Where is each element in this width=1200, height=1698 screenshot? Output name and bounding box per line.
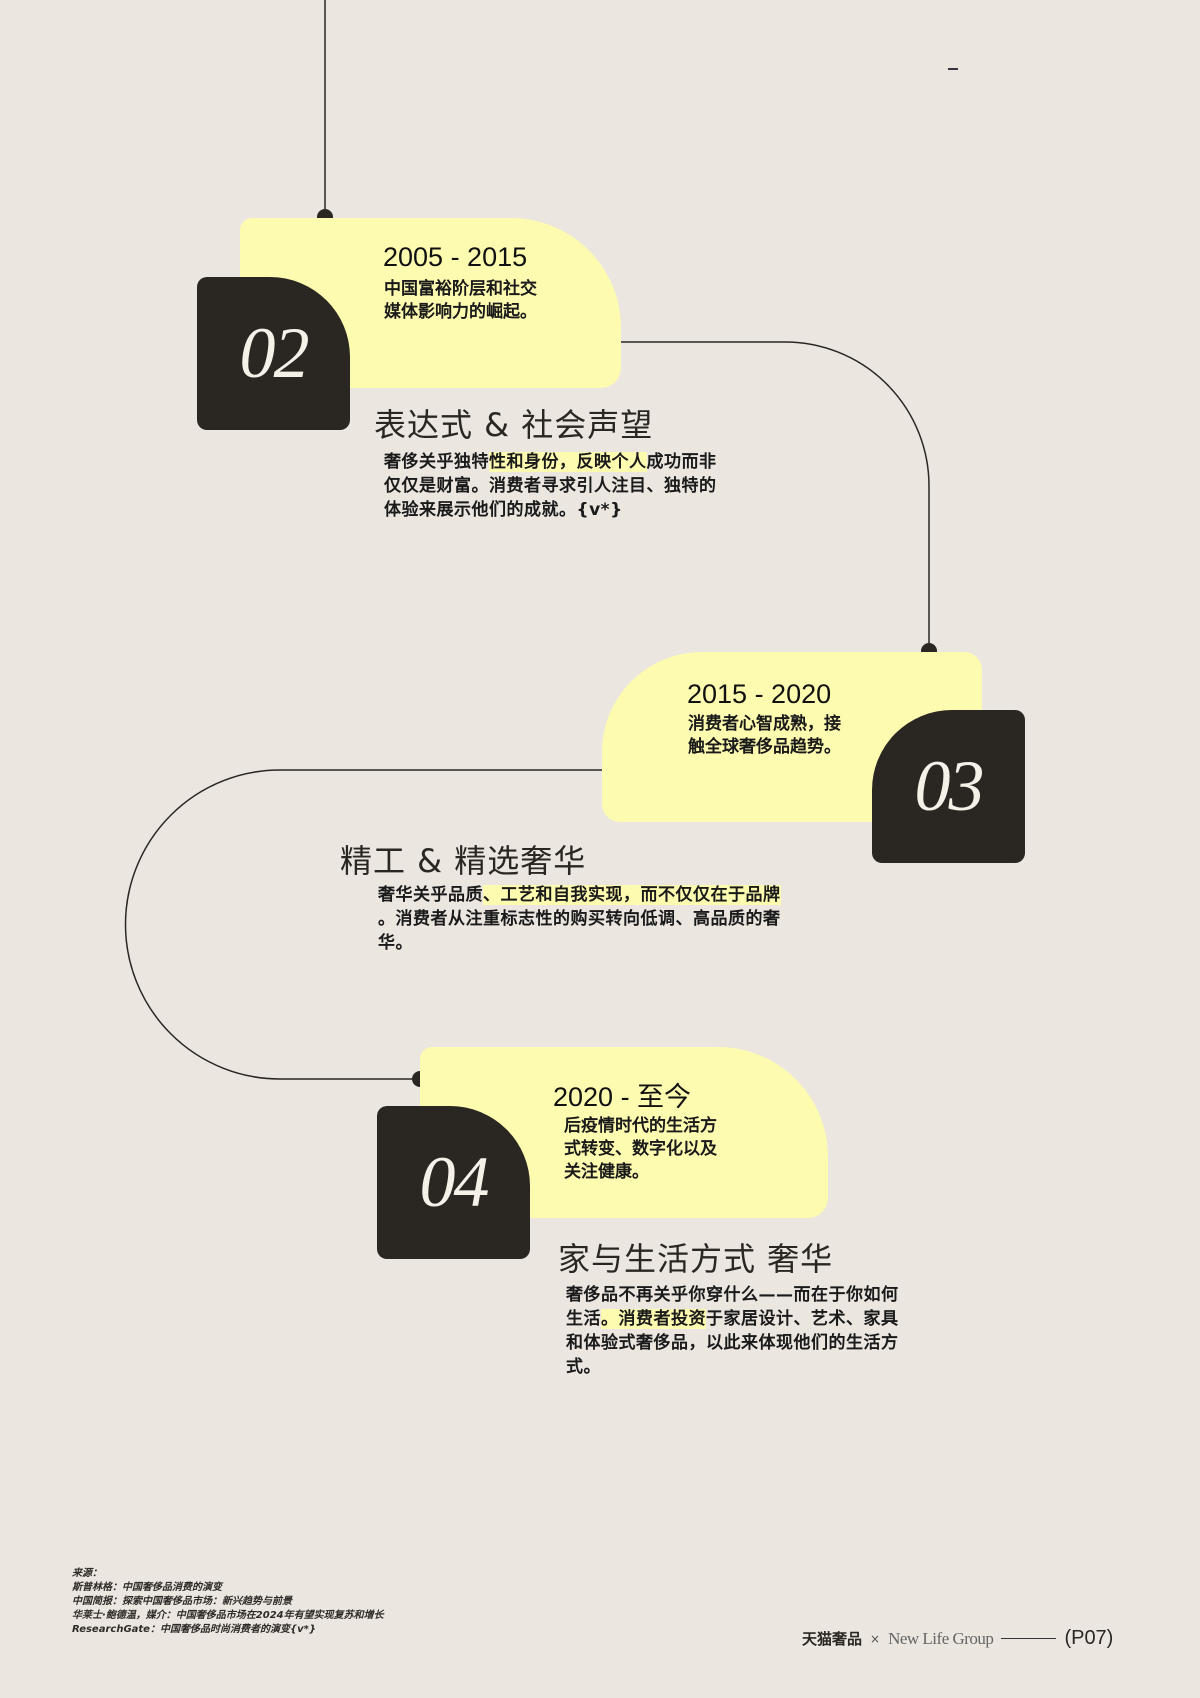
source-item: 斯普林格：中国奢侈品消费的演变 (72, 1582, 222, 1593)
body-text: 奢华关乎品质 (378, 885, 483, 905)
highlighted-text: 性和身份，反映个人 (489, 452, 647, 472)
source-item: ResearchGate：中国奢侈品时尚消费者的演变{v*} (72, 1624, 316, 1635)
body-line: 仅仅是财富。消费者寻求引人注目、独特的 (384, 476, 717, 496)
period-summary-03: 消费者心智成熟，接 触全球奢侈品趋势。 (688, 713, 841, 759)
section-body-03: 奢华关乎品质、工艺和自我实现，而不仅仅在于品牌 。消费者从注重标志性的购买转向低… (378, 883, 781, 955)
body-text: 奢侈关乎独特 (384, 452, 489, 472)
summary-line: 式转变、数字化以及 (564, 1139, 717, 1159)
step-number-04: 04 (377, 1106, 530, 1259)
sources-heading: 来源： (72, 1568, 102, 1579)
summary-line: 关注健康。 (564, 1162, 649, 1182)
period-label-04: 2020 - 至今 (553, 1082, 692, 1112)
source-item: 中国简报：探索中国奢侈品市场：新兴趋势与前景 (72, 1596, 292, 1607)
body-line: 华。 (378, 933, 413, 953)
summary-line: 后疫情时代的生活方 (564, 1116, 717, 1136)
section-body-02: 奢侈关乎独特性和身份，反映个人成功而非 仅仅是财富。消费者寻求引人注目、独特的 … (384, 450, 717, 522)
summary-line: 触全球奢侈品趋势。 (688, 737, 841, 757)
section-title-03: 精工 & 精选奢华 (340, 842, 587, 880)
body-line: 式。 (566, 1357, 601, 1377)
source-item: 华莱士·鲍德温，媒介：中国奢侈品市场在2024年有望实现复苏和增长 (72, 1610, 384, 1621)
brand-logo-new-life-group: New Life Group (888, 1628, 994, 1648)
period-summary-02: 中国富裕阶层和社交 媒体影响力的崛起。 (384, 278, 537, 324)
decorative-dash (948, 68, 958, 70)
step-number-text: 04 (419, 1142, 490, 1222)
footer-rule (1001, 1638, 1057, 1639)
body-line: 和体验式奢侈品，以此来体现他们的生活方 (566, 1333, 899, 1353)
body-line: 生活。消费者投资于家居设计、艺术、家具 (566, 1307, 899, 1331)
summary-line: 媒体影响力的崛起。 (384, 302, 537, 322)
page-footer: 天猫奢品 × New Life Group (P07) (802, 1627, 1113, 1650)
period-label-03: 2015 - 2020 (687, 679, 832, 709)
step-number-text: 02 (239, 313, 310, 393)
summary-line: 中国富裕阶层和社交 (384, 279, 537, 299)
body-text: 成功而非 (646, 452, 717, 472)
period-label-02: 2005 - 2015 (383, 242, 528, 272)
highlighted-text: 。消费者投资 (601, 1309, 706, 1329)
step-number-03: 03 (872, 710, 1025, 863)
highlighted-text: 、工艺和自我实现，而不仅仅在于品牌 (483, 885, 781, 905)
body-line: 奢华关乎品质、工艺和自我实现，而不仅仅在于品牌 (378, 883, 781, 907)
body-text: 于家居设计、艺术、家具 (706, 1309, 899, 1329)
period-summary-04: 后疫情时代的生活方 式转变、数字化以及 关注健康。 (564, 1115, 717, 1184)
body-line: 。消费者从注重标志性的购买转向低调、高品质的奢 (378, 909, 781, 929)
section-title-02: 表达式 & 社会声望 (374, 406, 654, 444)
body-text: 生活 (566, 1309, 601, 1329)
section-body-04: 奢侈品不再关乎你穿什么——而在于你如何 生活。消费者投资于家居设计、艺术、家具 … (566, 1283, 899, 1379)
page-number: (P07) (1064, 1627, 1114, 1649)
body-line: 奢侈关乎独特性和身份，反映个人成功而非 (384, 450, 717, 474)
step-number-text: 03 (914, 746, 985, 826)
body-line: 体验来展示他们的成就。{v*} (384, 500, 623, 520)
body-line: 奢侈品不再关乎你穿什么——而在于你如何 (566, 1285, 899, 1305)
step-number-02: 02 (197, 277, 350, 430)
brand-logo-tmall-luxury: 天猫奢品 (802, 1630, 863, 1648)
sources-block: 来源： 斯普林格：中国奢侈品消费的演变 中国简报：探索中国奢侈品市场：新兴趋势与… (72, 1567, 384, 1637)
summary-line: 消费者心智成熟，接 (688, 714, 841, 734)
section-title-04: 家与生活方式 奢华 (558, 1240, 834, 1278)
brand-separator: × (870, 1631, 881, 1646)
